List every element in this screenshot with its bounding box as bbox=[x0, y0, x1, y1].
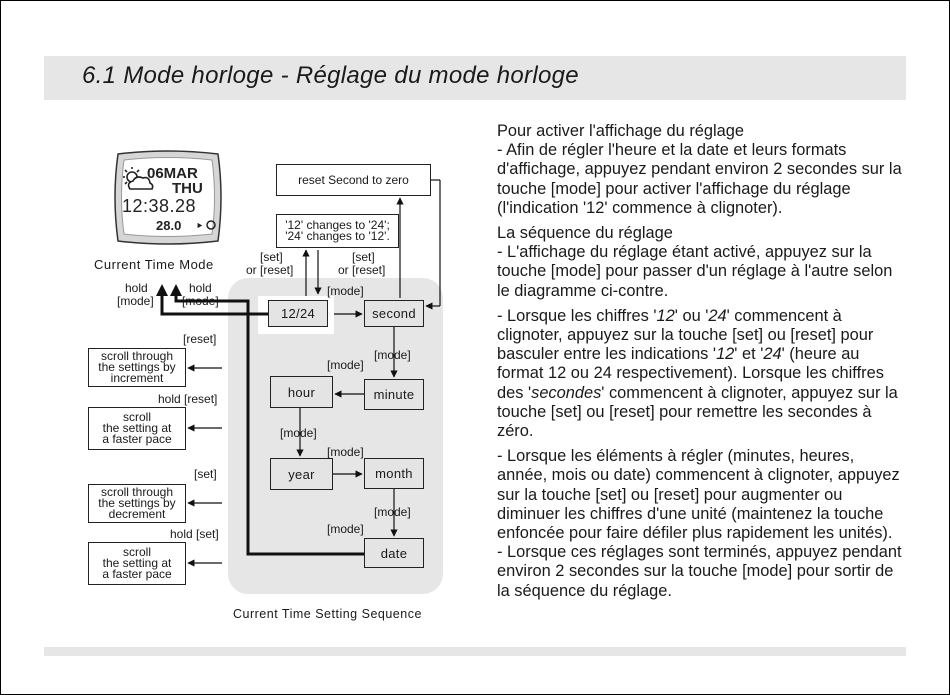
scroll-fast2-line2: the setting at bbox=[102, 556, 172, 570]
label-or-reset-2: or [reset] bbox=[338, 263, 386, 277]
svg-text:12:38.28: 12:38.28 bbox=[122, 196, 196, 216]
sequence-caption: Current Time Setting Sequence bbox=[233, 607, 422, 621]
exit-path-1224 bbox=[160, 294, 268, 316]
page-title: 6.1 Mode horloge - Réglage du mode horlo… bbox=[82, 62, 579, 89]
heading-activer: Pour activer l'affichage du réglage bbox=[497, 122, 745, 140]
scroll-inc-line3: increment bbox=[110, 371, 164, 385]
heading-sequence: La séquence du réglage bbox=[497, 224, 673, 243]
changes-line-1: '12' changes to '24'; bbox=[285, 218, 390, 232]
para-elements: - Lorsque les éléments à régler (minutes… bbox=[497, 447, 900, 543]
scroll-fast1-line3: a faster pace bbox=[102, 432, 172, 446]
weather-cloud-icon bbox=[123, 167, 154, 190]
step-hour: hour bbox=[270, 376, 333, 408]
label-reset: [reset] bbox=[183, 332, 217, 346]
svg-text:28.0: 28.0 bbox=[156, 218, 181, 233]
label-hold-set: hold [set] bbox=[170, 527, 219, 541]
label-or-reset-1: or [reset] bbox=[246, 263, 294, 277]
label-mode-top: [mode] bbox=[327, 284, 364, 298]
label-hold-mode-1: [mode] bbox=[117, 294, 154, 308]
svg-text:THU: THU bbox=[172, 180, 203, 197]
label-mode-date: [mode] bbox=[327, 522, 364, 536]
label-mode-second: [mode] bbox=[374, 348, 411, 362]
step-year: year bbox=[270, 458, 333, 490]
label-mode-year: [mode] bbox=[327, 445, 364, 459]
para-activer: - Afin de régler l'heure et la date et l… bbox=[497, 141, 902, 217]
para-sequence: - L'affichage du réglage étant activé, a… bbox=[497, 243, 893, 300]
current-time-mode-label: Current Time Mode bbox=[94, 257, 214, 272]
label-set-1: [set] bbox=[260, 250, 283, 264]
label-mode-hour: [mode] bbox=[280, 426, 317, 440]
label-hold-2: hold bbox=[189, 281, 212, 295]
scroll-fast1-line2: the setting at bbox=[102, 421, 172, 435]
step-date: date bbox=[364, 538, 424, 568]
scroll-inc-line2: the settings by bbox=[98, 360, 176, 374]
label-mode-month: [mode] bbox=[374, 505, 411, 519]
changes-box: '12' changes to '24'; '24' changes to '1… bbox=[276, 214, 399, 248]
svg-text:‣: ‣ bbox=[196, 219, 203, 233]
para-chiffres: - Lorsque les chiffres '12' ou '24' comm… bbox=[497, 306, 898, 441]
scroll-fast2-line3: a faster pace bbox=[102, 567, 172, 581]
scroll-dec-line1: scroll through bbox=[100, 485, 174, 499]
reset-second-box: reset Second to zero bbox=[276, 164, 431, 196]
exit-path-date bbox=[174, 294, 364, 556]
scroll-fast1-line1: scroll bbox=[122, 410, 151, 424]
label-set-3: [set] bbox=[194, 467, 217, 481]
scroll-increment-box: scroll through the settings by increment bbox=[88, 348, 186, 387]
label-hold-1: hold bbox=[125, 281, 148, 295]
label-set-2: [set] bbox=[352, 250, 375, 264]
scroll-fast-box-1: scroll the setting at a faster pace bbox=[88, 407, 186, 450]
step-12-24: 12/24 bbox=[268, 300, 328, 327]
scroll-fast2-line1: scroll bbox=[122, 545, 151, 559]
watch-display-illustration: 06MAR THU 12:38.28 28.0 ‣ bbox=[112, 150, 224, 245]
instructions-text: Pour activer l'affichage du réglage - Af… bbox=[497, 122, 902, 601]
scroll-inc-line1: scroll through bbox=[100, 349, 174, 363]
footer-bar bbox=[44, 647, 906, 656]
step-minute: minute bbox=[364, 379, 424, 410]
label-mode-minute: [mode] bbox=[327, 358, 364, 372]
scroll-fast-box-2: scroll the setting at a faster pace bbox=[88, 542, 186, 585]
header-bar bbox=[44, 56, 906, 100]
changes-line-2: '24' changes to '12'. bbox=[285, 229, 390, 243]
step-month: month bbox=[364, 458, 424, 489]
step-second: second bbox=[364, 300, 424, 327]
scroll-decrement-box: scroll through the settings by decrement bbox=[88, 484, 186, 523]
scroll-dec-line3: decrement bbox=[108, 507, 166, 521]
watch-display-icon: 06MAR THU 12:38.28 28.0 ‣ bbox=[114, 150, 222, 245]
label-hold-reset: hold [reset] bbox=[158, 392, 218, 406]
para-termines: - Lorsque ces réglages sont terminés, ap… bbox=[497, 543, 902, 600]
svg-text:06MAR: 06MAR bbox=[147, 165, 198, 182]
scroll-dec-line2: the settings by bbox=[98, 496, 176, 510]
